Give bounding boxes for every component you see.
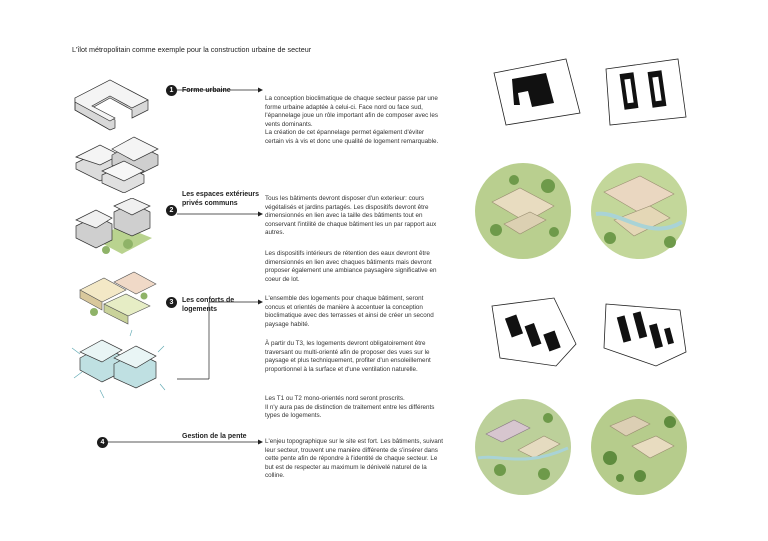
aerial-view-1 <box>475 163 571 259</box>
paragraph-housing-orientation: L'ensemble des logements pour chaque bât… <box>265 295 434 328</box>
paragraph-slope: L'enjeu topographique sur le site est fo… <box>265 438 443 480</box>
step-4-marker: 4 <box>97 437 108 448</box>
paragraph-dual-aspect: À partir du T3, les logements devront ob… <box>265 340 431 373</box>
isometric-block-green-courtyard <box>75 198 152 254</box>
isometric-block-u-shape <box>74 79 149 131</box>
isometric-block-stepped <box>75 136 159 193</box>
aerial-view-2 <box>591 163 687 259</box>
aerial-view-4 <box>591 399 687 495</box>
plan-slope-a <box>491 297 577 367</box>
paragraph-mono-oriented: Les T1 ou T2 mono-orientés nord seront p… <box>265 395 435 420</box>
step-2-marker: 2 <box>166 205 177 216</box>
plan-urban-form-b <box>605 58 687 126</box>
paragraph-urban-form: La conception bioclimatique de chaque se… <box>265 95 439 145</box>
isometric-block-colored-plan <box>79 271 157 325</box>
step-2-label: Les espaces extérieurs privés communs <box>182 191 260 207</box>
step-4-label: Gestion de la pente <box>182 433 247 440</box>
paragraph-water-retention: Les dispositifs intérieurs de rétention … <box>265 250 437 283</box>
page-title: L'îlot métropolitain comme exemple pour … <box>72 45 312 54</box>
step-1-marker: 1 <box>166 85 177 96</box>
paragraph-exterior-spaces: Tous les bâtiments devront disposer d'un… <box>265 195 437 237</box>
aerial-view-3 <box>475 399 571 495</box>
plan-slope-b <box>603 303 687 367</box>
isometric-block-ventilation <box>71 329 166 399</box>
step-3-marker: 3 <box>166 297 177 308</box>
plan-urban-form-a <box>493 58 581 126</box>
step-1-label: Forme urbaine <box>182 87 231 94</box>
step-3-label: Les conforts de logements <box>182 297 235 313</box>
